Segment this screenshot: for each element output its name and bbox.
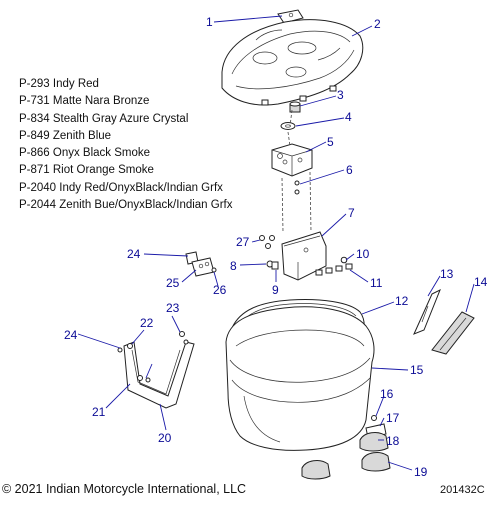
callout-21: 21	[92, 405, 106, 419]
part-27-fasteners	[259, 235, 275, 249]
part-24-25-26-hardware	[185, 251, 217, 277]
legend-item: P-2040 Indy Red/OnyxBlack/Indian Grfx	[19, 181, 223, 194]
callout-22: 22	[140, 316, 154, 330]
copyright-notice: © 2021 Indian Motorcycle International, …	[2, 482, 247, 496]
legend-item: P-731 Matte Nara Bronze	[19, 95, 150, 108]
part-4-washer	[280, 122, 296, 130]
part-16-screw	[371, 415, 377, 421]
callout-18: 18	[386, 434, 400, 448]
callout-19: 19	[414, 465, 428, 479]
callout-25: 25	[166, 276, 180, 290]
callout-6: 6	[346, 163, 353, 177]
part-2-trunk-lid	[221, 19, 364, 106]
document-number: 201432C	[440, 484, 485, 496]
part-14-reflector	[431, 311, 475, 355]
part-19-latch-cover	[361, 452, 391, 472]
part-23-bolt	[179, 331, 189, 345]
callout-3: 3	[337, 88, 344, 102]
callout-numbers: 1 2 3 4 5 6 7 8 9 10 11 12 13 14 15 16 1…	[64, 15, 488, 479]
part-19-latch-cover-second	[301, 460, 331, 480]
callout-10: 10	[356, 247, 370, 261]
part-11-nuts	[315, 263, 353, 276]
callout-12: 12	[395, 294, 409, 308]
part-5-latch-block	[271, 143, 313, 177]
callout-24-lower: 24	[64, 328, 78, 342]
part-13-strip	[413, 288, 441, 335]
callout-23: 23	[166, 301, 180, 315]
callout-17: 17	[386, 411, 400, 425]
legend-item: P-834 Stealth Gray Azure Crystal	[19, 112, 189, 125]
callout-9: 9	[272, 283, 279, 297]
callout-13: 13	[440, 267, 454, 281]
callout-7: 7	[348, 206, 355, 220]
part-9-bushing	[271, 261, 279, 270]
legend-item: P-871 Riot Orange Smoke	[19, 164, 154, 177]
callout-4: 4	[345, 110, 352, 124]
callout-26: 26	[213, 283, 227, 297]
legend-item: P-2044 Zenith Bue/OnyxBlack/Indian Grfx	[19, 199, 233, 212]
callout-16: 16	[380, 387, 394, 401]
legend-item: P-866 Onyx Black Smoke	[19, 147, 151, 160]
leader-lines	[77, 15, 475, 471]
part-20-21-mount-frame	[123, 341, 195, 409]
legend-item: P-849 Zenith Blue	[19, 129, 112, 142]
callout-20: 20	[158, 431, 172, 445]
part-1-bracket	[277, 9, 304, 24]
part-15-trunk-body	[225, 306, 375, 451]
callout-8: 8	[230, 259, 237, 273]
part-3-grommet	[289, 101, 301, 113]
callout-27: 27	[236, 235, 250, 249]
legend-item: P-293 Indy Red	[19, 78, 99, 90]
part-10-screw	[340, 256, 348, 264]
callout-24-upper: 24	[127, 247, 141, 261]
callout-15: 15	[410, 363, 424, 377]
callout-2: 2	[374, 17, 381, 31]
part-6-screws	[294, 180, 300, 195]
part-18-latch	[359, 432, 389, 452]
part-7-hinge-bracket	[281, 231, 327, 281]
callout-1: 1	[206, 15, 213, 29]
callout-14: 14	[474, 275, 488, 289]
callout-11: 11	[370, 276, 383, 290]
paint-code-legend: P-293 Indy Red P-731 Matte Nara Bronze P…	[19, 76, 233, 214]
callout-5: 5	[327, 135, 334, 149]
